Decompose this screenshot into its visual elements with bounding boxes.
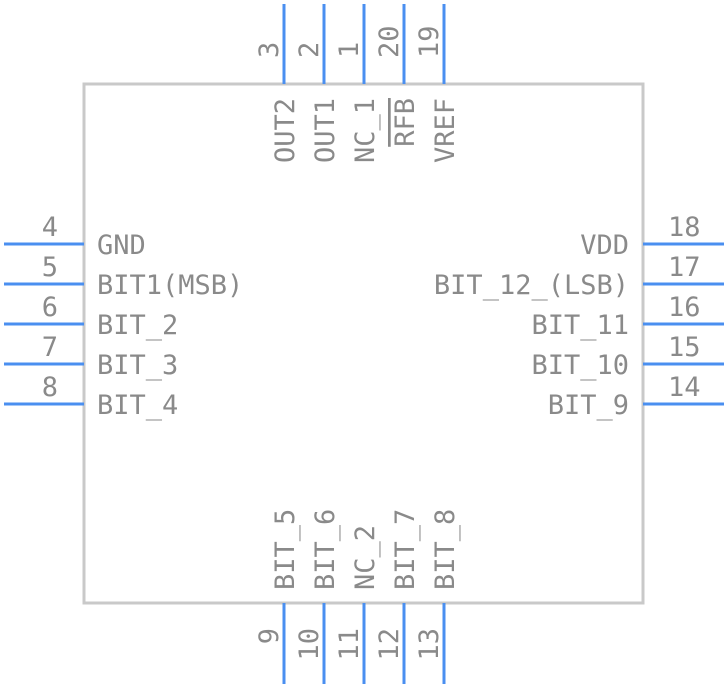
pin-label-15: BIT_10 [531, 350, 629, 381]
pin-number-5: 5 [42, 252, 58, 283]
pin-number-3: 3 [254, 42, 285, 58]
pin-label-16: BIT_11 [531, 310, 629, 341]
pin-number-13: 13 [414, 628, 445, 661]
pin-number-17: 17 [668, 252, 701, 283]
pin-label-9: BIT_5 [270, 509, 301, 590]
pin-label-17: BIT_12_(LSB) [434, 270, 629, 301]
pin-number-9: 9 [254, 628, 285, 644]
pin-number-12: 12 [374, 628, 405, 661]
ic-body [82, 82, 645, 605]
pin-number-19: 19 [414, 25, 445, 58]
pin-number-10: 10 [294, 628, 325, 661]
pin-number-8: 8 [42, 372, 58, 403]
pin-number-20: 20 [374, 25, 405, 58]
pin-label-18: VDD [580, 230, 629, 261]
pin-label-6: BIT_2 [97, 310, 178, 341]
pin-number-14: 14 [668, 372, 701, 403]
pin-number-6: 6 [42, 292, 58, 323]
pin-label-19: VREF [430, 98, 461, 163]
pin-label-14: BIT_9 [548, 390, 629, 421]
pin-label-3: OUT2 [270, 98, 301, 163]
pin-label-1: NC_1 [350, 98, 381, 163]
pin-label-11: NC_2 [350, 525, 381, 590]
pin-number-16: 16 [668, 292, 701, 323]
pin-label-20: RFB [390, 98, 421, 147]
pin-number-18: 18 [668, 212, 701, 243]
pin-number-15: 15 [668, 332, 701, 363]
pin-label-13: BIT_8 [430, 509, 461, 590]
pin-number-7: 7 [42, 332, 58, 363]
pin-label-2: OUT1 [310, 98, 341, 163]
pin-number-1: 1 [334, 42, 365, 58]
pin-label-12: BIT_7 [390, 509, 421, 590]
pin-label-4: GND [97, 230, 146, 261]
pin-label-10: BIT_6 [310, 509, 341, 590]
pin-label-7: BIT_3 [97, 350, 178, 381]
pin-number-11: 11 [334, 628, 365, 661]
pin-label-8: BIT_4 [97, 390, 178, 421]
pin-number-4: 4 [42, 212, 58, 243]
pin-label-5: BIT1(MSB) [97, 270, 243, 301]
pin-number-2: 2 [294, 42, 325, 58]
